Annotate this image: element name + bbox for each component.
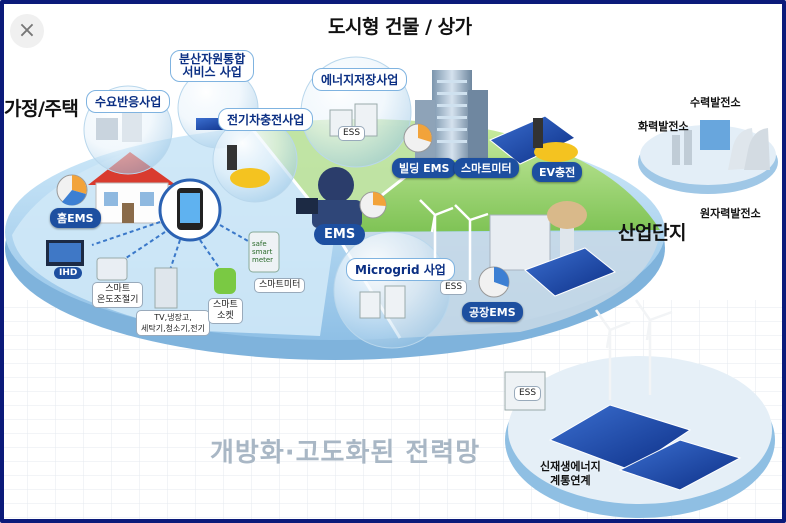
region-urban-commercial: 도시형 건물 / 상가 <box>328 16 472 38</box>
tagline-open-advanced-grid: 개방화·고도화된 전력망 <box>210 438 481 468</box>
label-home-smart-meter: 스마트미터 <box>254 278 306 293</box>
label-building-smart-meter: 스마트미터 <box>454 158 519 178</box>
label-thermal-plant: 화력발전소 <box>638 120 689 133</box>
label-renewable-ess: ESS <box>514 386 542 401</box>
label-smart-thermostat: 스마트 온도조절기 <box>92 282 144 308</box>
label-ev-charge: EV충전 <box>532 162 583 182</box>
label-ems-center: EMS <box>314 224 366 245</box>
label-home-ems: 홈EMS <box>50 208 101 228</box>
label-smart-socket: 스마트 소켓 <box>208 298 243 324</box>
label-ihd: IHD <box>54 267 83 279</box>
label-factory-ems: 공장EMS <box>462 302 523 322</box>
region-industrial: 산업단지 <box>618 222 686 244</box>
bubble-ev-charging-business: 전기차충전사업 <box>218 108 314 131</box>
bubble-microgrid: Microgrid 사업 <box>346 258 455 281</box>
label-appliances: TV,냉장고, 세탁기,청소기,전기 <box>136 310 210 336</box>
bubble-energy-storage: 에너지저장사업 <box>312 68 408 91</box>
close-button[interactable]: × <box>10 14 44 48</box>
label-nuclear-plant: 원자력발전소 <box>700 207 761 220</box>
bubble-demand-response: 수요반응사업 <box>86 90 171 113</box>
smart-meter-face-text: safe smart meter <box>252 240 274 264</box>
label-hydro-plant: 수력발전소 <box>690 96 741 109</box>
region-home: 가정/주택 <box>4 98 79 120</box>
bubble-distributed-resources: 분산자원통합 서비스 사업 <box>170 50 255 82</box>
label-industrial-ess: ESS <box>440 280 468 295</box>
close-icon: × <box>17 18 37 43</box>
label-ess-storage: ESS <box>338 126 366 141</box>
label-building-ems: 빌딩 EMS <box>392 158 457 178</box>
label-renewable-grid-link: 신재생에너지 계통연계 <box>540 460 601 487</box>
